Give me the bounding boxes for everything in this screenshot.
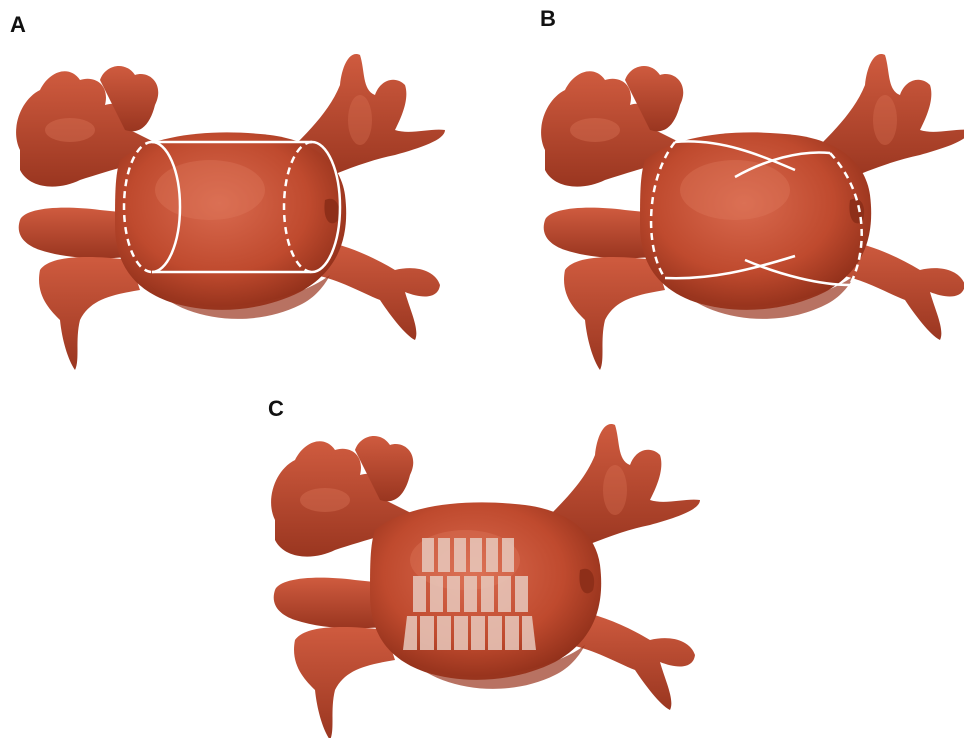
patch-tile [502,538,514,572]
patch-tile [505,616,519,650]
atrium-model-b [530,30,964,380]
patch-tile [515,576,528,612]
panel-label-b: B [540,6,556,32]
atrium-model-a [0,30,460,380]
panel-a-atrium-cylinder [0,30,460,380]
patch-tile [498,576,511,612]
patch-tile [488,616,502,650]
patch-tile [413,576,426,612]
patch-tile [454,538,466,572]
patch-tile [437,616,451,650]
panel-c-atrium-patches [255,420,715,738]
patch-tile [438,538,450,572]
patch-tile [454,616,468,650]
patch-tile [420,616,434,650]
patch-tile [422,538,434,572]
atrium-model-c [255,420,715,738]
patch-tile [470,538,482,572]
patch-tile [447,576,460,612]
panel-b-atrium-twisted [530,30,964,380]
patch-tile [481,576,494,612]
patch-tile [486,538,498,572]
patch-tile [430,576,443,612]
patch-tile [471,616,485,650]
patch-tile [464,576,477,612]
panel-label-c: C [268,396,284,422]
